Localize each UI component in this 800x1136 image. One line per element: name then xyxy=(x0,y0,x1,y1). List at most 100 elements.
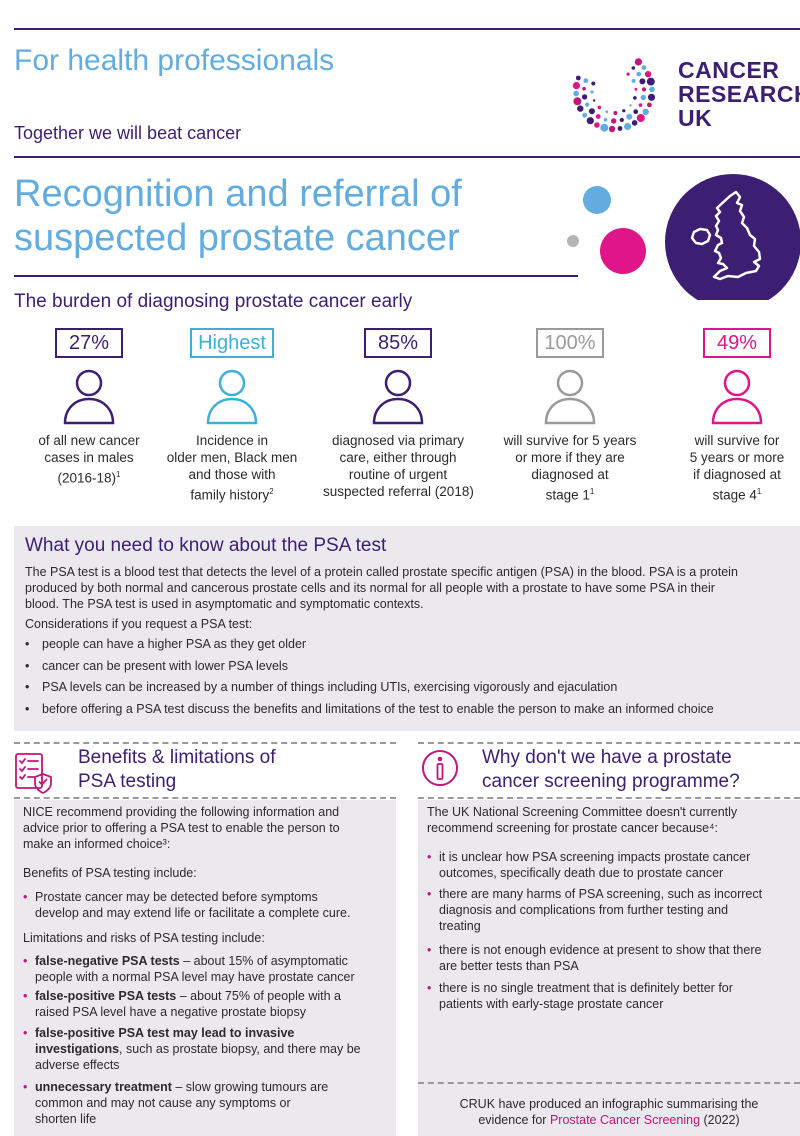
benefits-header: Benefits & limitations of PSA testing xyxy=(14,742,396,798)
logo-text: CANCER RESEARCH UK xyxy=(678,58,800,130)
screening-intro-line: recommend screening for prostate cancer … xyxy=(427,821,718,835)
stat-line-text: (2016-18) xyxy=(57,470,117,486)
column-top-rule xyxy=(418,742,800,744)
screening-footer: CRUK have produced an infographic summar… xyxy=(418,1096,800,1128)
stat-value: 49% xyxy=(703,328,771,358)
screening-line: there is no single treatment that is def… xyxy=(439,981,733,995)
footer-rule xyxy=(418,1082,800,1084)
psa-intro-line: The PSA test is a blood test that detect… xyxy=(25,565,738,579)
benefits-title: Benefits & limitations of PSA testing xyxy=(78,746,275,794)
title-line: suspected prostate cancer xyxy=(14,217,460,259)
person-icon xyxy=(544,369,596,425)
stat-line: diagnosed at xyxy=(495,466,645,483)
psa-section: What you need to know about the PSA test… xyxy=(14,526,800,731)
stat-line: 5 years or more xyxy=(662,449,800,466)
limit-bold: false-negative PSA tests xyxy=(35,954,180,968)
logo-line: RESEARCH xyxy=(678,81,800,107)
screening-intro-line: The UK National Screening Committee does… xyxy=(427,805,738,819)
stat-line: Incidence in xyxy=(157,432,307,449)
stat-line-text: will survive for xyxy=(694,433,780,448)
screening-line: are better tests than PSA xyxy=(439,959,579,973)
logo-line: CANCER xyxy=(678,57,780,83)
person-icon xyxy=(372,369,424,425)
psa-heading: What you need to know about the PSA test xyxy=(25,535,387,556)
list-item: before offering a PSA test discuss the b… xyxy=(25,701,795,717)
benefits-intro-line: make an informed choice³: xyxy=(23,837,171,851)
stat-line: stage 41 xyxy=(662,483,800,504)
person-icon xyxy=(206,369,258,425)
logo-line: UK xyxy=(678,105,713,131)
column-top-rule xyxy=(14,742,396,744)
psa-intro: The PSA test is a blood test that detect… xyxy=(25,564,785,612)
list-item: PSA levels can be increased by a number … xyxy=(25,679,795,695)
person-icon xyxy=(63,369,115,425)
screening-title-line: Why don't we have a prostate xyxy=(482,747,732,768)
title-line: Recognition and referral of xyxy=(14,173,462,215)
screening-header: Why don't we have a prostate cancer scre… xyxy=(418,742,800,798)
limit-line: adverse effects xyxy=(35,1058,120,1072)
screening-column: Why don't we have a prostate cancer scre… xyxy=(418,742,800,1136)
psa-intro-line: blood. The PSA test is used in asymptoma… xyxy=(25,597,424,611)
list-item: cancer can be present with lower PSA lev… xyxy=(25,658,795,674)
screening-line: outcomes, specifically death due to pros… xyxy=(439,866,724,880)
stat-line: family history2 xyxy=(157,483,307,504)
top-rule xyxy=(14,28,800,30)
limit-bold: unnecessary treatment xyxy=(35,1080,172,1094)
stat-line-text: stage 4 xyxy=(712,487,757,503)
stat-line-text: care, either through xyxy=(339,450,457,465)
checklist-shield-icon xyxy=(15,753,52,794)
stat-line: if diagnosed at xyxy=(662,466,800,483)
screening-line: patients with early-stage prostate cance… xyxy=(439,997,664,1011)
stat-value: 85% xyxy=(364,328,432,358)
screening-title-line: cancer screening programme? xyxy=(482,771,740,792)
stat-value: 27% xyxy=(55,328,123,358)
burden-heading: The burden of diagnosing prostate cancer… xyxy=(14,291,413,312)
footer-text: (2022) xyxy=(700,1113,740,1127)
stat-line-text: routine of urgent xyxy=(348,467,448,482)
benefits-label: Benefits of PSA testing include: xyxy=(23,866,197,880)
psa-list: people can have a higher PSA as they get… xyxy=(25,636,795,722)
list-item: people can have a higher PSA as they get… xyxy=(25,636,795,652)
list-item: false-negative PSA tests – about 15% of … xyxy=(23,953,355,985)
stat-line: of all new cancer xyxy=(14,432,164,449)
stat-line-text: 5 years or more xyxy=(689,450,785,465)
benefits-title-line: PSA testing xyxy=(78,771,177,792)
column-header-rule xyxy=(14,797,396,799)
screening-title: Why don't we have a prostate cancer scre… xyxy=(482,746,740,794)
benefit-line: develop and may extend life or facilitat… xyxy=(35,906,351,920)
stat-line: care, either through xyxy=(323,449,473,466)
uk-map-icon xyxy=(567,174,800,300)
screening-line: there is not enough evidence at present … xyxy=(439,943,762,957)
stat-card: 85% diagnosed via primary care, either thr… xyxy=(323,328,474,500)
stat-value: Highest xyxy=(190,328,274,358)
stat-line: stage 11 xyxy=(495,483,645,504)
stat-line-text: if diagnosed at xyxy=(693,467,781,482)
psa-intro-line: produced by both normal and cancerous pr… xyxy=(25,581,715,595)
limit-bold: false-positive PSA tests xyxy=(35,989,177,1003)
list-item: unnecessary treatment – slow growing tum… xyxy=(23,1079,328,1127)
stat-line-text: diagnosed via primary xyxy=(331,433,465,448)
list-item: it is unclear how PSA screening impacts … xyxy=(427,849,750,881)
stat-line-text: diagnosed at xyxy=(531,467,609,482)
column-header-rule xyxy=(418,797,800,799)
person-icon xyxy=(711,369,763,425)
footnote-ref: 2 xyxy=(269,487,274,496)
screening-intro: The UK National Screening Committee does… xyxy=(427,804,737,836)
stat-line-text: or more if they are xyxy=(515,450,625,465)
screening-infographic-link[interactable]: Prostate Cancer Screening xyxy=(549,1113,701,1127)
stat-line-text: suspected referral (2018) xyxy=(323,484,474,499)
stat-card: 49% will survive for 5 years or more if dia… xyxy=(662,328,800,504)
stat-line: suspected referral (2018) xyxy=(323,483,474,500)
benefits-intro-line: advice prior to offering a PSA test to e… xyxy=(23,821,340,835)
stat-line: routine of urgent xyxy=(323,466,473,483)
stat-line: or more if they are xyxy=(495,449,645,466)
limit-line: common and may not cause any symptoms or xyxy=(35,1096,291,1110)
stat-line: older men, Black men xyxy=(157,449,307,466)
stat-line: will survive for 5 years xyxy=(495,432,645,449)
tagline: Together we will beat cancer xyxy=(14,123,242,143)
stat-description: diagnosed via primary care, either throug… xyxy=(323,432,474,500)
list-item: there are many harms of PSA screening, s… xyxy=(427,886,762,934)
